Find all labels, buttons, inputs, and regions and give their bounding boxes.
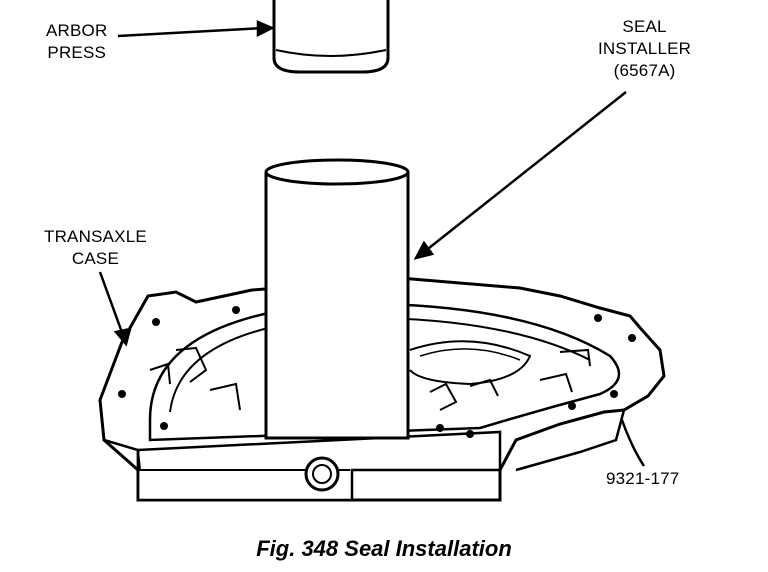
transaxle-case-label-line1: TRANSAXLE <box>44 227 147 246</box>
figure-caption: Fig. 348 Seal Installation <box>256 536 512 561</box>
arbor-press-label-line2: PRESS <box>47 43 107 62</box>
transaxle-case-label: TRANSAXLE CASE <box>44 226 147 270</box>
arbor-press-leader <box>117 26 265 38</box>
seal-installer-tool <box>264 158 410 440</box>
seal-installer-label-line2: INSTALLER <box>598 39 692 58</box>
part-number-leader <box>620 419 646 467</box>
seal-installer-leader <box>423 91 627 253</box>
arbor-press-ram <box>272 0 390 74</box>
arbor-press-label-line1: ARBOR <box>46 21 108 40</box>
arbor-press-arrowhead <box>256 20 275 38</box>
seal-installer-label: SEAL INSTALLER (6567A) <box>598 16 691 82</box>
part-number-label: 9321-177 <box>606 469 680 488</box>
arbor-press-label: ARBOR PRESS <box>46 20 107 64</box>
transaxle-case-label-line2: CASE <box>71 249 119 268</box>
seal-installer-label-line3: (6567A) <box>613 61 676 80</box>
seal-installer-label-line1: SEAL <box>622 17 667 36</box>
transaxle-case-leader <box>98 271 126 339</box>
transaxle-case-arrowhead <box>113 327 132 347</box>
seal-installer-arrowhead <box>413 240 435 260</box>
leader-lines <box>98 20 646 467</box>
